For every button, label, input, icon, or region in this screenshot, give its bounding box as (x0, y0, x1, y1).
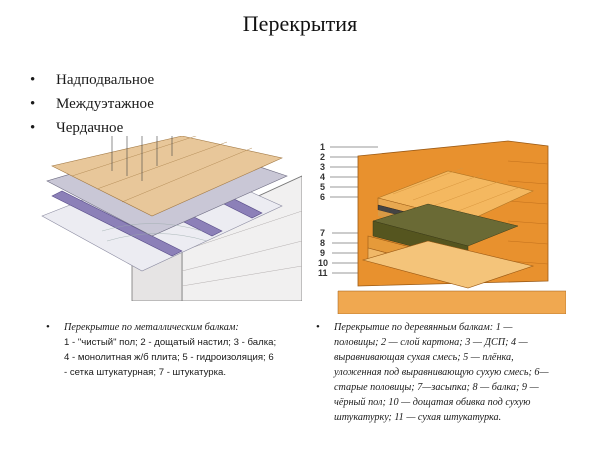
layer-number: 10 (318, 258, 328, 268)
bullet-item: Надподвальное (30, 68, 154, 92)
wooden-beam-floor-illustration: 1 2 3 4 5 6 7 8 9 10 11 (318, 136, 567, 315)
layer-number: 6 (320, 192, 325, 202)
bullet-item: Междуэтажное (30, 92, 154, 116)
bullet-list: Надподвальное Междуэтажное Чердачное (30, 68, 154, 140)
metal-beam-caption: • Перекрытие по металлическим балкам: 1 … (46, 320, 279, 380)
layer-number: 3 (320, 162, 325, 172)
layer-number: 4 (320, 172, 325, 182)
layer-number: 9 (320, 248, 325, 258)
layer-number: 8 (320, 238, 325, 248)
layer-number: 5 (320, 182, 325, 192)
slide-title: Перекрытия (242, 11, 358, 36)
metal-beam-floor-illustration (32, 133, 303, 302)
layer-number: 2 (320, 152, 325, 162)
layer-number: 11 (318, 268, 328, 278)
caption-body: Перекрытие по деревянным балкам: 1 — пол… (334, 322, 549, 423)
caption-lead: Перекрытие по металлическим балкам: (64, 322, 239, 333)
bullet-item: Чердачное (30, 116, 154, 140)
wooden-beam-caption: • Перекрытие по деревянным балкам: 1 — п… (316, 320, 559, 425)
layer-number: 7 (320, 228, 325, 238)
bullet-dot-icon: • (46, 321, 50, 333)
caption-body: 1 - "чистый" пол; 2 - дощатый настил; 3 … (64, 337, 277, 378)
bullet-dot-icon: • (316, 321, 320, 333)
layer-number: 1 (320, 142, 325, 152)
